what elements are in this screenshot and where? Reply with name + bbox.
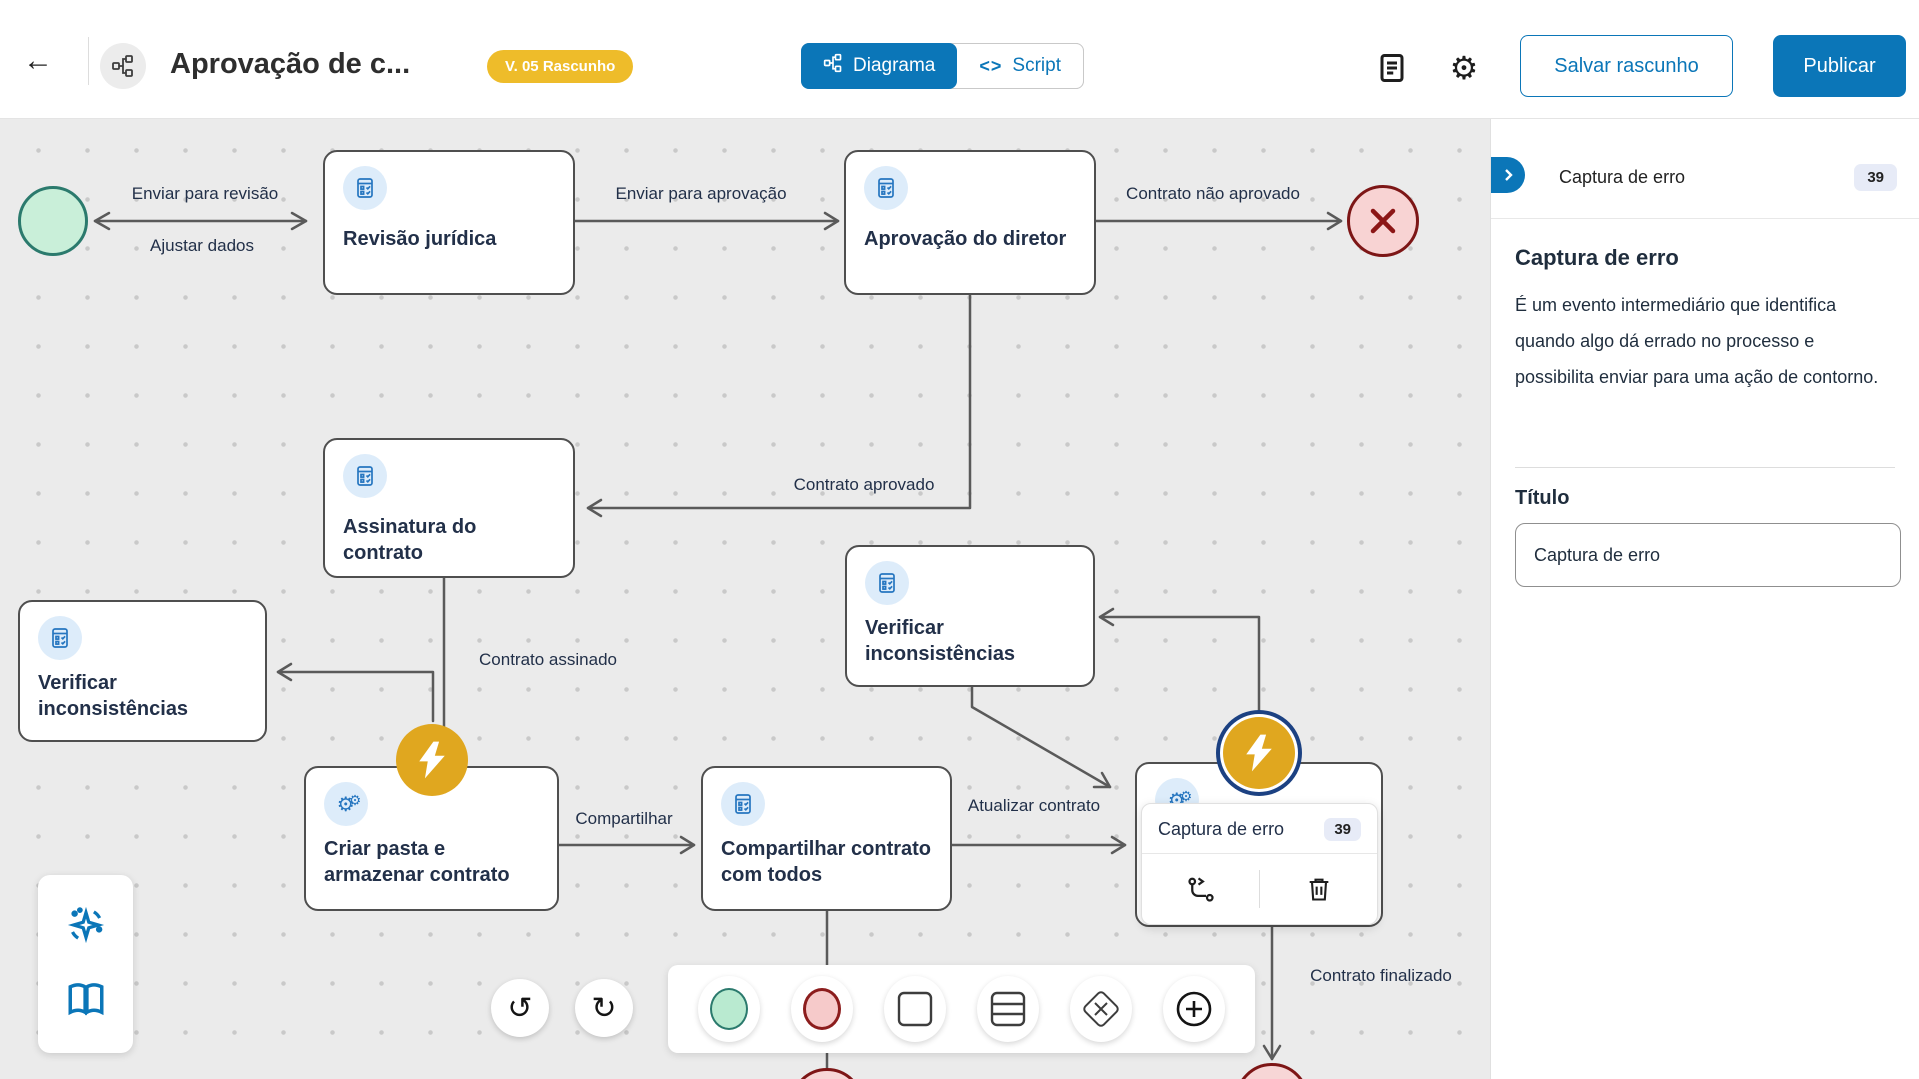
task-node-revisao-juridica[interactable]: Revisão jurídica [323,150,575,295]
error-end-event-node[interactable] [1347,185,1419,257]
divider [88,37,89,85]
panel-header-title: Captura de erro [1559,166,1686,187]
divider [1259,870,1260,908]
task-node-verificar-inconsistencias[interactable]: Verificar inconsistências [845,545,1095,687]
redo-button[interactable]: ↻ [575,979,633,1037]
task-node-verificar-inconsistencias[interactable]: Verificar inconsistências [18,600,267,742]
add-start-event-button[interactable] [697,976,760,1042]
tab-diagram[interactable]: Diagrama [801,43,958,89]
x-icon [1370,208,1396,234]
shape-palette [668,965,1255,1053]
back-button[interactable]: ← [18,44,58,78]
add-element-button[interactable] [1163,976,1226,1042]
element-popover: Captura de erro 39 [1141,803,1378,925]
divider [1491,218,1919,219]
edge-label: Enviar para aprovação [615,184,787,203]
tab-script[interactable]: <> Script [957,43,1084,89]
element-type-title: Captura de erro [1515,245,1679,270]
documentation-button[interactable] [65,979,107,1024]
version-badge: V. 05 Rascunho [487,50,634,83]
log-document-button[interactable] [1372,48,1412,88]
edge-label: Enviar para revisão [131,184,279,203]
form-task-icon [343,454,387,498]
sparkle-icon [67,907,104,944]
popover-badge: 39 [1324,818,1361,841]
add-subprocess-button[interactable] [977,976,1040,1042]
page-title: Aprovação de c... [170,48,411,80]
trash-icon [1309,878,1328,901]
add-end-event-button[interactable] [790,976,853,1042]
assistant-panel [38,875,133,1053]
edge-label: Contrato aprovado [793,475,935,494]
diagram-icon [823,53,843,79]
task-icon [897,991,933,1027]
panel-header-badge: 39 [1854,163,1897,191]
automation-gears-icon: ⚙⚙ [324,782,368,826]
node-label: Compartilhar contrato com todos [721,838,932,887]
view-tabs: Diagrama <> Script [801,43,1084,89]
chevron-right-icon [1505,169,1513,181]
collapse-panel-button[interactable] [1491,157,1525,193]
node-label: Aprovação do diretor [864,228,1067,250]
task-node-aprovacao-diretor[interactable]: Aprovação do diretor [844,150,1096,295]
title-input[interactable] [1515,523,1901,587]
popover-header: Captura de erro 39 [1142,804,1377,854]
connector-lines [93,211,1343,1073]
delete-button[interactable] [1260,854,1377,924]
add-task-button[interactable] [883,976,946,1042]
node-label: Criar pasta e armazenar contrato [324,838,510,887]
panel-header: Captura de erro 39 [1491,149,1919,205]
edge-label: Contrato não aprovado [1126,184,1300,203]
ai-assistant-button[interactable] [65,904,107,949]
element-description: É um evento intermediário que identifica… [1515,295,1879,387]
add-gateway-button[interactable] [1070,976,1133,1042]
reroute-icon [1187,877,1214,902]
edge-label: Ajustar dados [150,236,254,255]
popover-title: Captura de erro [1158,819,1285,839]
error-boundary-event-selected[interactable] [1223,717,1295,789]
end-event-icon [802,988,841,1030]
top-bar: ← Aprovação de c... V. 05 Rascunho Diagr… [0,0,1919,119]
subprocess-icon [990,991,1026,1027]
diagram-canvas[interactable]: Revisão jurídica Aprovação do diretor As… [0,119,1490,1079]
error-boundary-event[interactable] [396,724,468,796]
start-event-icon [709,988,748,1030]
lightning-icon [419,741,445,779]
form-task-icon [721,782,765,826]
node-label: Verificar inconsistências [38,672,189,721]
title-field-label: Título [1515,487,1570,509]
edge-label: Compartilhar [575,809,673,828]
task-node-compartilhar-contrato[interactable]: Compartilhar contrato com todos [701,766,952,911]
tab-script-label: Script [1012,55,1061,76]
node-label: Revisão jurídica [343,228,497,250]
plus-circle-icon [1177,991,1212,1027]
tab-diagram-label: Diagrama [853,55,936,76]
save-draft-button[interactable]: Salvar rascunho [1520,35,1733,97]
edge-label: Contrato finalizado [1310,966,1452,985]
gateway-icon [1083,991,1119,1027]
edge-label: Contrato assinado [479,650,617,669]
form-task-icon [343,166,387,210]
settings-gear-button[interactable]: ⚙ [1444,48,1484,88]
publish-button[interactable]: Publicar [1773,35,1906,97]
lightning-icon [1246,734,1272,772]
code-icon: <> [979,55,1003,76]
properties-panel: Captura de erro 39 Captura de erro É um … [1490,119,1919,1079]
edge-label: Atualizar contrato [967,796,1101,815]
task-node-assinatura-contrato[interactable]: Assinatura do contrato [323,438,575,578]
node-label: Assinatura do contrato [343,516,477,565]
reroute-connector-button[interactable] [1142,854,1259,924]
form-task-icon [864,166,908,210]
divider [1515,467,1895,468]
node-label: Verificar inconsistências [865,617,1016,666]
popover-actions [1142,854,1377,924]
form-task-icon [865,561,909,605]
form-task-icon [38,616,82,660]
start-event-node[interactable] [18,186,88,256]
process-diagram-icon [100,43,146,89]
book-icon [68,982,103,1015]
undo-button[interactable]: ↺ [491,979,549,1037]
